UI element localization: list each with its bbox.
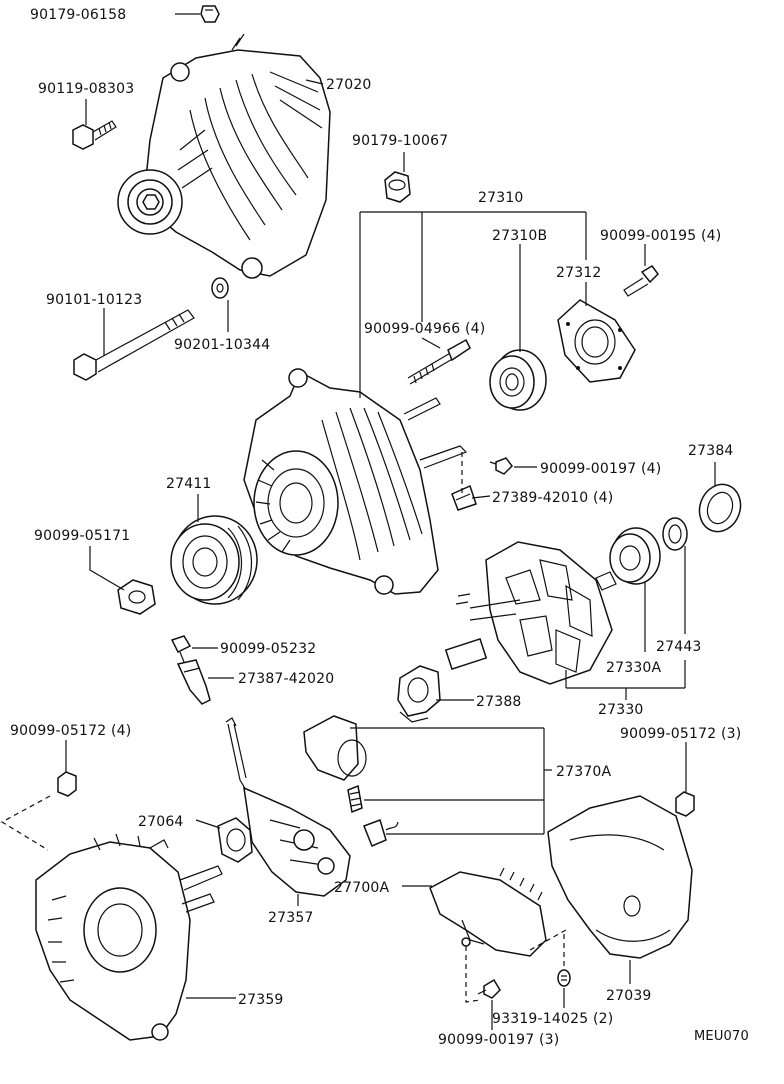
terminal-part bbox=[176, 659, 211, 705]
cap-nut-part bbox=[384, 171, 411, 203]
regulator-screw-part bbox=[557, 969, 571, 987]
washer-part bbox=[211, 277, 229, 299]
label-90099-05172-4: 90099-05172 (4) bbox=[10, 723, 131, 739]
label-90201-10344: 90201-10344 bbox=[174, 337, 270, 353]
rear-cover-part bbox=[547, 795, 693, 959]
clip-part bbox=[200, 5, 220, 23]
rectifier-part bbox=[225, 717, 351, 897]
pulley-part bbox=[170, 515, 258, 605]
stud-bolt-part bbox=[407, 338, 471, 385]
label-27370A: 27370A bbox=[556, 764, 612, 780]
bolt-part-upper bbox=[72, 120, 117, 150]
drive-end-frame-part bbox=[243, 368, 468, 595]
label-27310: 27310 bbox=[478, 190, 524, 206]
label-90099-00195: 90099-00195 (4) bbox=[600, 228, 721, 244]
nut-part-left bbox=[57, 771, 77, 797]
label-27039: 27039 bbox=[606, 988, 652, 1004]
label-27312: 27312 bbox=[556, 265, 602, 281]
terminal-bolt-part bbox=[170, 635, 192, 663]
leader-lines bbox=[0, 13, 716, 1030]
nut-part-right bbox=[675, 791, 695, 817]
label-27443: 27443 bbox=[656, 639, 702, 655]
label-93319-14025: 93319-14025 (2) bbox=[492, 1011, 613, 1027]
label-90179-10067: 90179-10067 bbox=[352, 133, 448, 149]
label-27330A: 27330A bbox=[606, 660, 662, 676]
screw-part-upper bbox=[489, 457, 513, 475]
small-bolt-part-right bbox=[623, 265, 659, 297]
gasket-part bbox=[217, 817, 253, 863]
rotor-part bbox=[444, 541, 617, 685]
label-27411: 27411 bbox=[166, 476, 212, 492]
part-labels: 90179-06158 90119-08303 27020 90179-1006… bbox=[10, 7, 749, 1048]
label-27359: 27359 bbox=[238, 992, 284, 1008]
label-27387-42020: 27387-42020 bbox=[238, 671, 334, 687]
label-27064: 27064 bbox=[138, 814, 184, 830]
screw-part-lower bbox=[477, 978, 501, 999]
label-90099-05171: 90099-05171 bbox=[34, 528, 130, 544]
label-90099-05232: 90099-05232 bbox=[220, 641, 316, 657]
label-90119-08303: 90119-08303 bbox=[38, 81, 134, 97]
voltage-regulator-part bbox=[429, 867, 547, 957]
label-27700A: 27700A bbox=[334, 880, 390, 896]
brush-holder-part bbox=[303, 715, 399, 847]
rear-end-frame-part bbox=[35, 833, 223, 1041]
label-27357: 27357 bbox=[268, 910, 314, 926]
diagram-code: MEU070 bbox=[694, 1029, 749, 1044]
label-90099-04966: 90099-04966 (4) bbox=[364, 321, 485, 337]
label-27330: 27330 bbox=[598, 702, 644, 718]
long-bolt-part bbox=[73, 309, 195, 381]
label-90099-00197-3: 90099-00197 (3) bbox=[438, 1032, 559, 1048]
label-27020: 27020 bbox=[326, 77, 372, 93]
label-90099-00197-4: 90099-00197 (4) bbox=[540, 461, 661, 477]
bearing-cover-part bbox=[698, 483, 742, 533]
brush-holder-insulator-part bbox=[397, 665, 441, 723]
label-27310B: 27310B bbox=[492, 228, 547, 244]
bearing-part-rear bbox=[609, 527, 661, 585]
bearing-part-front bbox=[489, 349, 547, 411]
label-90099-05172-3: 90099-05172 (3) bbox=[620, 726, 741, 742]
alternator-assembly-part bbox=[117, 33, 331, 279]
label-27389-42010: 27389-42010 (4) bbox=[492, 490, 613, 506]
label-27388: 27388 bbox=[476, 694, 522, 710]
bearing-ring-part bbox=[662, 517, 688, 551]
label-27384: 27384 bbox=[688, 443, 734, 459]
label-90179-06158: 90179-06158 bbox=[30, 7, 126, 23]
pulley-nut-part bbox=[117, 579, 156, 615]
terminal-insulator-part bbox=[451, 484, 477, 511]
retainer-plate-part bbox=[557, 299, 636, 383]
label-90101-10123: 90101-10123 bbox=[46, 292, 142, 308]
